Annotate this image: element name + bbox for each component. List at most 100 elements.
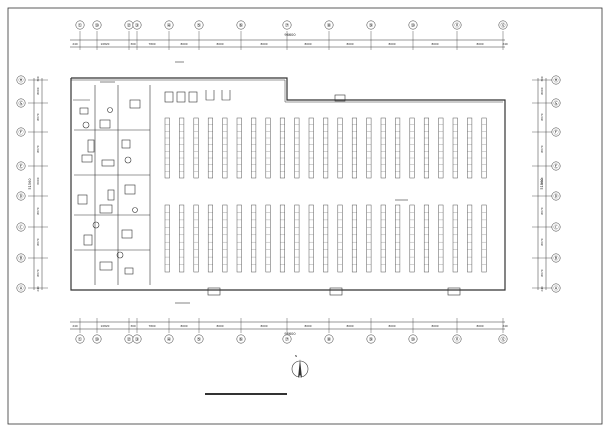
column-bubble-12-top: ⑪ (452, 20, 462, 30)
rack-6-north (236, 117, 242, 179)
row-bubble-8-left: Ⓐ (16, 283, 26, 293)
row-label: Ⓑ (553, 255, 558, 262)
column-bubble-7-top: ⑥ (236, 20, 246, 30)
rack-20-south (438, 204, 444, 273)
column-label: ⑩ (411, 337, 416, 343)
row-bubble-1-right: Ⓗ (551, 75, 561, 85)
dimension-lines (33, 39, 547, 330)
rack-22-south (467, 204, 473, 273)
bottom-dim-label: 300 (130, 324, 136, 328)
north-label: N (295, 354, 297, 358)
rack-8-north (265, 117, 271, 179)
top-dim-label: 8000 (346, 42, 353, 46)
bottom-dim-label: 8000 (260, 324, 267, 328)
rack-11-north (308, 117, 314, 179)
left-dim-label: 8670 (36, 269, 40, 276)
column-label: ③ (135, 337, 139, 343)
bottom-dim-label: 8000 (304, 324, 311, 328)
rack-5-north (222, 117, 228, 179)
left-total-dim: 51560 (28, 178, 32, 189)
left-dim-label: 8670 (36, 145, 40, 152)
column-bubble-1-top: ① (75, 20, 85, 30)
bottom-dim-label: 8000 (180, 324, 187, 328)
column-label: ⑦ (285, 23, 290, 29)
row-bubble-6-right: Ⓒ (551, 222, 561, 232)
rack-18-south (409, 204, 415, 273)
column-bubble-5-top: ④ (164, 20, 174, 30)
top-dim-label: 8000 (304, 42, 311, 46)
rack-5-south (222, 204, 228, 273)
column-bubble-10-bottom: ⑨ (366, 334, 376, 344)
bottom-dim-label: 240 (502, 324, 508, 328)
column-label: ② (127, 337, 132, 343)
top-dim-label: 8000 (180, 42, 187, 46)
column-bubble-13-bottom: ⑫ (498, 334, 508, 344)
rack-4-north (207, 117, 213, 179)
rack-23-north (481, 117, 487, 179)
row-bubble-4-left: Ⓔ (16, 161, 26, 171)
rack-13-north (337, 117, 343, 179)
grid-lines (28, 31, 552, 333)
row-bubble-7-right: Ⓑ (551, 253, 561, 263)
row-label: Ⓐ (553, 285, 558, 292)
column-bubble-2-top: ⑩ (92, 20, 102, 30)
column-label: ⑩ (95, 23, 100, 29)
column-bubble-13-top: ⑫ (498, 20, 508, 30)
left-dim-label: 6000 (36, 177, 40, 184)
rack-14-south (351, 204, 357, 273)
storage-racks (164, 117, 487, 273)
right-dim-label: 8670 (540, 238, 544, 245)
row-label: Ⓕ (18, 129, 23, 136)
equipment-top (164, 90, 231, 103)
column-bubble-11-bottom: ⑩ (408, 334, 418, 344)
rack-1-south (164, 204, 170, 273)
right-dim-label: 300 (540, 76, 544, 82)
top-dim-label: 8000 (431, 42, 438, 46)
column-label: ⑪ (454, 336, 459, 343)
right-dim-label: 8670 (540, 145, 544, 152)
rack-21-south (452, 204, 458, 273)
column-label: ① (78, 337, 83, 343)
column-label: ⑥ (239, 23, 244, 29)
column-label: ② (127, 23, 132, 29)
column-label: ⑧ (327, 23, 332, 29)
column-bubble-3-bottom: ② (124, 334, 134, 344)
rack-16-south (380, 204, 386, 273)
row-label: Ⓗ (553, 77, 558, 84)
row-bubble-3-right: Ⓕ (551, 127, 561, 137)
column-label: ⑫ (500, 336, 505, 343)
rack-12-south (323, 204, 329, 273)
row-label: Ⓐ (18, 285, 23, 292)
row-bubble-6-left: Ⓒ (16, 222, 26, 232)
top-dim-label: 8000 (476, 42, 483, 46)
column-bubble-6-bottom: ⑤ (194, 334, 204, 344)
left-dim-label: 8670 (36, 113, 40, 120)
rack-16-north (380, 117, 386, 179)
bottom-dim-label: 240 (72, 324, 78, 328)
rack-12-north (323, 117, 329, 179)
bottom-dim-label: 8000 (346, 324, 353, 328)
top-dim-label: 300 (130, 42, 136, 46)
row-bubble-7-left: Ⓑ (16, 253, 26, 263)
rack-1-north (164, 117, 170, 179)
right-dim-label: 8000 (540, 87, 544, 94)
row-bubble-2-right: Ⓖ (551, 98, 561, 108)
top-dim-label: 240 (502, 42, 508, 46)
rack-8-south (265, 204, 271, 273)
left-dim-label: 8670 (36, 238, 40, 245)
row-bubble-3-left: Ⓕ (16, 127, 26, 137)
rack-11-south (308, 204, 314, 273)
rack-3-north (193, 117, 199, 179)
column-label: ⑪ (454, 22, 459, 29)
column-label: ⑥ (239, 337, 244, 343)
rack-20-north (438, 117, 444, 179)
column-label: ⑨ (369, 23, 373, 29)
rack-23-south (481, 204, 487, 273)
rack-9-south (279, 204, 285, 273)
row-label: Ⓖ (18, 100, 23, 107)
bottom-dim-label: 7800 (148, 324, 155, 328)
row-bubble-2-left: Ⓖ (16, 98, 26, 108)
top-dim-label: 8000 (260, 42, 267, 46)
